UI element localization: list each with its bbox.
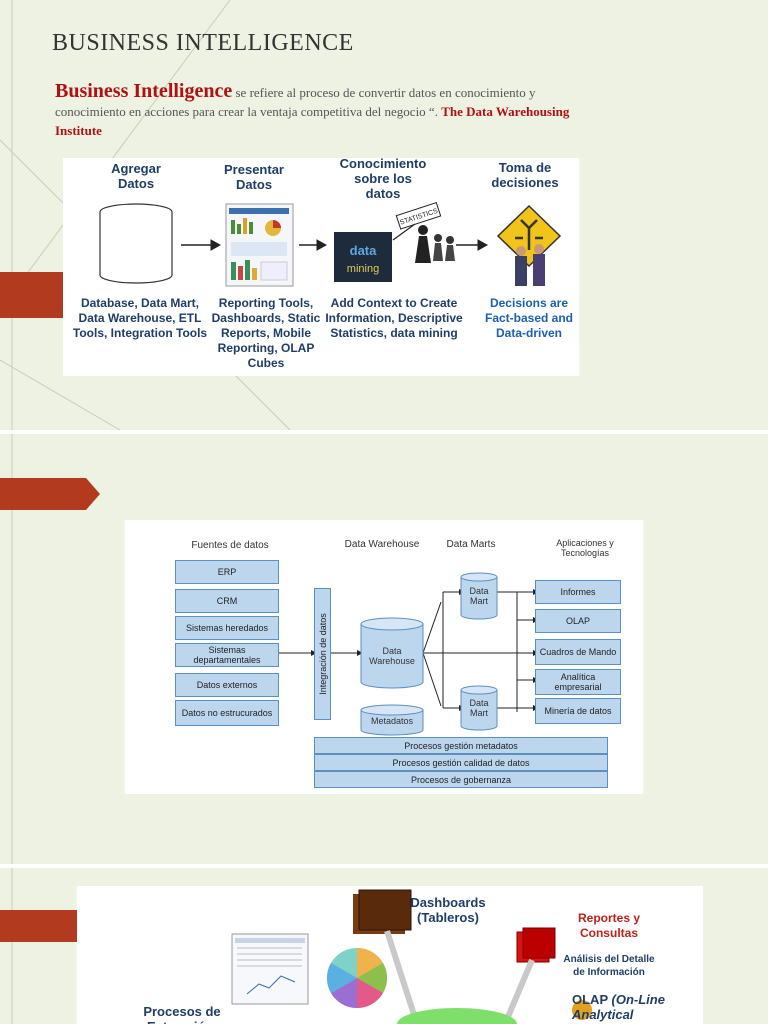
data-mart-cylinder-icon (460, 572, 498, 620)
data-mining-icon: data mining STATISTICS (334, 202, 455, 282)
app-olap: OLAP (535, 609, 621, 633)
data-mart-cylinder-icon (460, 685, 498, 731)
decision-sign-icon (496, 204, 562, 286)
description-presentar: Reporting Tools, Dashboards, Static Repo… (211, 296, 321, 370)
accent-tab (0, 272, 63, 318)
dashboards-label: Dashboards (Tableros) (410, 895, 486, 925)
source-unstructured: Datos no estrucurados (175, 700, 279, 726)
dw-architecture-diagram: Fuentes de datos Data Warehouse Data Mar… (125, 520, 643, 794)
data-mining-word-1: data (350, 243, 378, 258)
source-external: Datos externos (175, 673, 279, 697)
metadata-label: Metadatos (370, 716, 414, 726)
header-decisiones: Toma de decisiones (491, 160, 559, 190)
description-conocimiento: Add Context to Create Information, Descr… (325, 296, 463, 340)
page-title: BUSINESS INTELLIGENCE (52, 30, 354, 56)
column-header-apps: Aplicaciones y Tecnologías (556, 538, 614, 558)
reports-stack-icon (516, 927, 556, 963)
accent-tab (0, 910, 77, 942)
reports-label: Reportes y Consultas (577, 911, 641, 940)
slide-2: Fuentes de datos Data Warehouse Data Mar… (0, 434, 768, 864)
data-mart-label-2: Data Mart (469, 698, 489, 718)
description-decisiones: Decisions are Fact-based and Data-driven (484, 296, 574, 340)
process-governance: Procesos de gobernanza (314, 771, 608, 788)
arrow-icon (181, 239, 489, 251)
source-departmental: Sistemas departamentales (175, 643, 279, 667)
header-conocimiento: Conocimiento sobre los datos (339, 156, 427, 201)
intro-paragraph: Business Intelligence se refiere al proc… (55, 80, 575, 140)
architecture-lines (279, 572, 539, 736)
slide-1: BUSINESS INTELLIGENCE Business Intellige… (0, 0, 768, 430)
process-quality: Procesos gestión calidad de datos (314, 754, 608, 771)
bi-wheel-icon (326, 948, 388, 1008)
olap-description: (On-Line Analytical (572, 992, 665, 1022)
source-erp: ERP (175, 560, 279, 584)
column-header-sources: Fuentes de datos (191, 540, 269, 551)
header-agregar: Agregar Datos (111, 161, 161, 191)
app-reports: Informes (535, 580, 621, 604)
process-metadata: Procesos gestión metadatos (314, 737, 608, 754)
intro-source: The Data Warehousing Institute (55, 104, 570, 138)
slide-3: Dashboards (Tableros) Reportes y Consult… (0, 868, 768, 1024)
source-crm: CRM (175, 589, 279, 613)
bi-tools-diagram: Dashboards (Tableros) Reportes y Consult… (77, 886, 703, 1024)
column-header-warehouse: Data Warehouse (344, 539, 420, 550)
warehouse-label: Data Warehouse (369, 646, 415, 666)
etl-label: Procesos de Extracción, Transformación y… (143, 1004, 221, 1024)
source-legacy: Sistemas heredados (175, 616, 279, 640)
olap-word: OLAP (572, 992, 608, 1007)
diagram-graphics: data mining STATISTICS (99, 202, 562, 287)
description-agregar: Database, Data Mart, Data Warehouse, ETL… (72, 296, 208, 340)
integration-bar: Integración de datos (314, 588, 331, 720)
app-analytics: Analítica empresarial (535, 669, 621, 695)
report-screenshot-icon (231, 933, 309, 1005)
header-presentar: Presentar Datos (224, 162, 284, 192)
metadata-cylinder-icon (360, 704, 424, 736)
app-data-mining: Minería de datos (535, 698, 621, 724)
integration-label: Integración de datos (317, 613, 328, 695)
database-cylinder-icon (99, 203, 173, 284)
intro-text: se refiere al proceso de convertir datos… (55, 85, 536, 119)
olap-label: OLAP (On-Line Analytical (572, 992, 703, 1022)
data-mart-label-1: Data Mart (469, 586, 489, 606)
analysis-label: Análisis del Detalle de Información (563, 954, 655, 978)
dashboard-stack-icon (353, 889, 412, 934)
app-scorecards: Cuadros de Mando (535, 639, 621, 665)
intro-term: Business Intelligence (55, 80, 233, 102)
bi-process-diagram: Agregar Datos Presentar Datos Conocimien… (63, 156, 579, 376)
column-header-marts: Data Marts (446, 539, 496, 550)
accent-arrow-tab (0, 478, 100, 510)
dashboard-thumbnail-icon (225, 203, 294, 287)
warehouse-cylinder-icon (360, 617, 424, 689)
data-mining-word-2: mining (347, 263, 379, 275)
tools-graphics (231, 889, 592, 1024)
